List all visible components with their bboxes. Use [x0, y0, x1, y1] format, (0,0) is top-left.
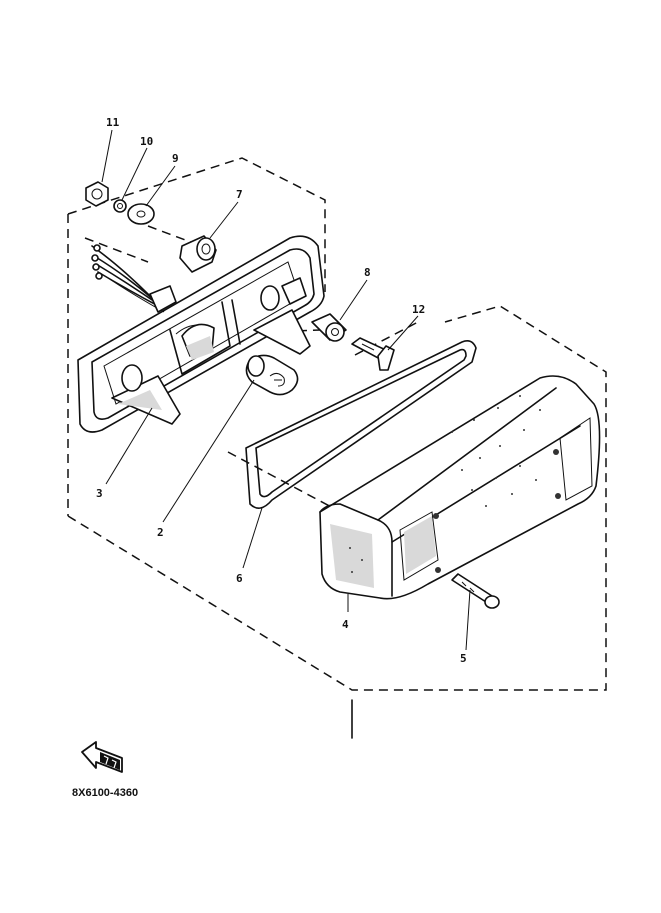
screw-5 — [451, 573, 500, 609]
lens — [319, 375, 601, 600]
drawing-code: 8X6100-4360 — [72, 787, 138, 799]
callout-2: 2 — [157, 526, 164, 539]
gasket — [245, 340, 477, 509]
callout-11: 11 — [106, 116, 120, 129]
callout-10: 10 — [140, 135, 153, 148]
bulb — [245, 354, 299, 396]
assembly-boundary — [67, 157, 607, 691]
nut — [85, 181, 109, 207]
callout-3: 3 — [96, 487, 103, 500]
grommet — [179, 235, 217, 273]
screw-12 — [351, 337, 395, 371]
callouts: 11 10 9 7 8 12 3 2 6 4 5 — [96, 116, 467, 665]
callout-9: 9 — [172, 152, 179, 165]
lamp-housing — [77, 235, 325, 433]
callout-6: 6 — [236, 572, 243, 585]
plain-washer — [127, 203, 155, 225]
leader-lines — [101, 129, 471, 739]
callout-4: 4 — [342, 618, 349, 631]
callout-7: 7 — [236, 188, 243, 201]
front-direction-arrow-icon — [81, 741, 123, 773]
callout-5: 5 — [460, 652, 467, 665]
collar — [311, 313, 347, 342]
spring-washer — [113, 199, 127, 213]
callout-8: 8 — [364, 266, 371, 279]
callout-12: 12 — [412, 303, 425, 316]
